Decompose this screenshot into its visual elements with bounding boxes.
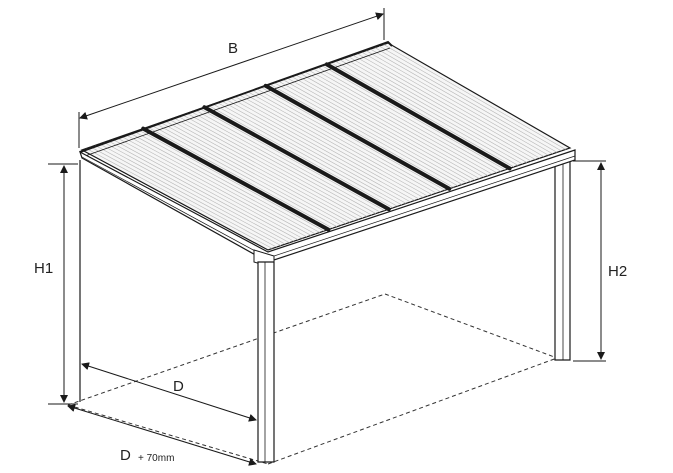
roof-rib xyxy=(90,146,277,248)
dimension-label-b: B xyxy=(228,40,238,57)
dimension-label-d: D xyxy=(173,378,184,395)
roof-rib xyxy=(169,119,355,222)
dimension-label-h2: H2 xyxy=(608,263,627,280)
roof-rib xyxy=(383,44,566,150)
roof-rib xyxy=(129,132,316,235)
dimension-label-d-suffix: + 70mm xyxy=(138,453,174,464)
dimension-d xyxy=(81,362,257,422)
roof-rib xyxy=(379,45,562,152)
roof-rib xyxy=(108,140,295,242)
roof-rafter xyxy=(141,126,331,232)
roof-rib xyxy=(99,143,286,245)
roof-rib xyxy=(112,139,299,241)
roof-rib xyxy=(212,103,398,207)
floor-outline xyxy=(67,293,558,465)
roof-rib xyxy=(217,102,402,206)
roof-rib xyxy=(182,114,368,217)
roof-rib xyxy=(151,125,338,227)
roof-rib xyxy=(186,113,372,216)
roof-rib xyxy=(160,122,346,225)
roof-rib xyxy=(116,137,303,239)
roof-rib xyxy=(134,131,320,233)
roof-rib xyxy=(147,126,333,229)
roof-rib xyxy=(195,109,381,213)
dimension-h2 xyxy=(573,160,606,362)
roof-rib xyxy=(208,105,394,209)
roof-rib xyxy=(191,111,377,214)
roof-rib xyxy=(125,134,312,236)
roof-rib xyxy=(173,117,359,220)
roof-rib xyxy=(138,129,325,232)
back-post xyxy=(554,153,571,361)
roof-rib xyxy=(156,123,342,226)
dimension-b xyxy=(78,8,385,148)
roof-rib xyxy=(103,142,290,243)
roof-rib xyxy=(357,53,540,159)
roof-rib xyxy=(370,48,553,155)
roof-rib xyxy=(374,47,558,153)
roof-rafter xyxy=(202,105,391,212)
front-post xyxy=(257,261,275,463)
roof-rib xyxy=(121,135,307,238)
roof-rib xyxy=(361,51,545,158)
dimension-h1 xyxy=(48,163,78,405)
roof-rib xyxy=(199,108,385,211)
roof-rib xyxy=(365,50,549,156)
dimension-label-d-total: D xyxy=(120,447,131,464)
roof xyxy=(79,40,572,251)
dimension-label-h1: H1 xyxy=(34,260,53,277)
roof-rib xyxy=(94,145,282,246)
roof-rib xyxy=(86,148,273,249)
roof-rib xyxy=(178,116,364,219)
dimension-d-total xyxy=(67,404,257,466)
roof-rib xyxy=(164,120,351,223)
